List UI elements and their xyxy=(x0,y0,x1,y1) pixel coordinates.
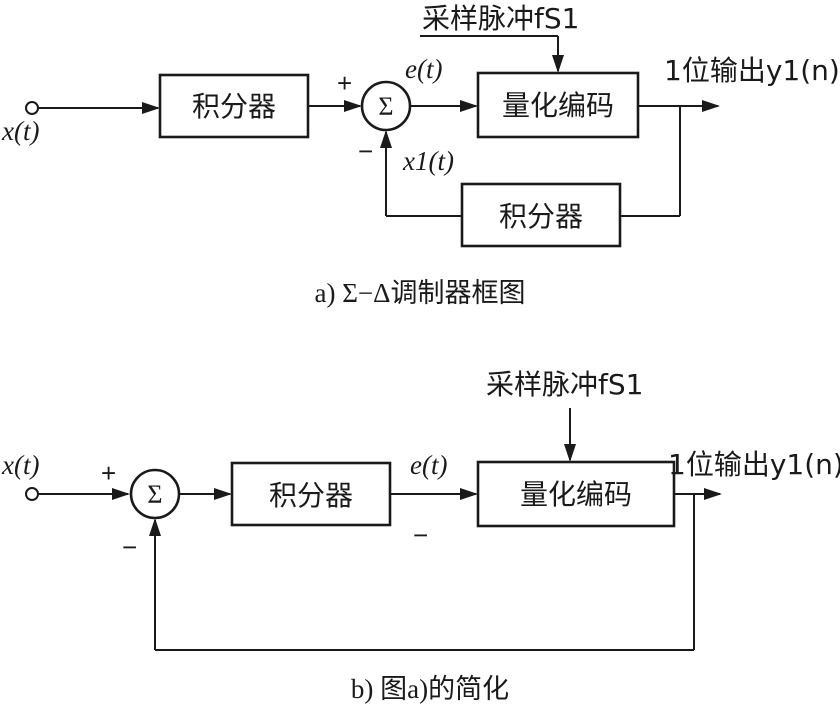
output-label-b: 1位输出y1(n) xyxy=(668,448,840,481)
arrow-feedback-into-sum-a xyxy=(380,130,392,148)
diagram-b: x(t) + Σ − 积分器 e(t) − 量化编码 采样脉冲fS1 xyxy=(1,368,840,704)
integrator-label-b: 积分器 xyxy=(269,479,353,512)
input-label-b: x(t) xyxy=(1,450,39,480)
input-label-a: x(t) xyxy=(1,116,39,146)
arrow-clock-b xyxy=(564,444,576,462)
arrow-feedback-into-sum-b xyxy=(149,518,161,536)
quantizer-block-b xyxy=(476,460,676,528)
caption-b: b) 图a)的简化 xyxy=(351,674,509,704)
output-label-a: 1位输出y1(n) xyxy=(664,54,840,87)
minus-sign-mid-b: − xyxy=(413,520,428,550)
plus-sign-b: + xyxy=(101,458,116,488)
sum-symbol-b: Σ xyxy=(147,480,162,509)
integrator-block-b xyxy=(230,461,392,527)
caption-a: a) Σ−Δ调制器框图 xyxy=(314,278,525,308)
arrow-into-sum-a xyxy=(344,100,362,112)
input-terminal-b xyxy=(25,487,39,501)
minus-sign-left-b: − xyxy=(122,532,137,562)
arrow-clock-a xyxy=(552,55,564,73)
input-terminal-a xyxy=(25,101,39,115)
minus-sign-a: − xyxy=(358,136,373,166)
sum-symbol-a: Σ xyxy=(378,92,393,121)
integrator-label-a: 积分器 xyxy=(192,90,276,123)
clock-label-b: 采样脉冲fS1 xyxy=(486,368,643,401)
error-label-a: e(t) xyxy=(405,54,442,84)
clock-label-a: 采样脉冲fS1 xyxy=(422,2,579,35)
arrow-output-b xyxy=(704,488,722,500)
arrow-into-quantizer-b xyxy=(460,488,478,500)
arrow-output-a xyxy=(702,100,720,112)
arrow-into-integrator-a xyxy=(142,102,160,114)
arrow-into-integrator-b xyxy=(214,488,232,500)
feedback-signal-label-a: x1(t) xyxy=(402,146,454,176)
arrow-into-quantizer-a xyxy=(460,100,478,112)
quantizer-label-a: 量化编码 xyxy=(502,89,614,122)
feedback-integrator-label-a: 积分器 xyxy=(499,200,583,233)
quantizer-label-b: 量化编码 xyxy=(520,478,632,511)
error-label-b: e(t) xyxy=(410,450,447,480)
arrow-into-sum-b xyxy=(112,488,130,500)
plus-sign-a: + xyxy=(337,68,352,98)
diagram-a: x(t) 积分器 + Σ − e(t) 量化编码 采样脉冲fS1 xyxy=(1,2,840,308)
